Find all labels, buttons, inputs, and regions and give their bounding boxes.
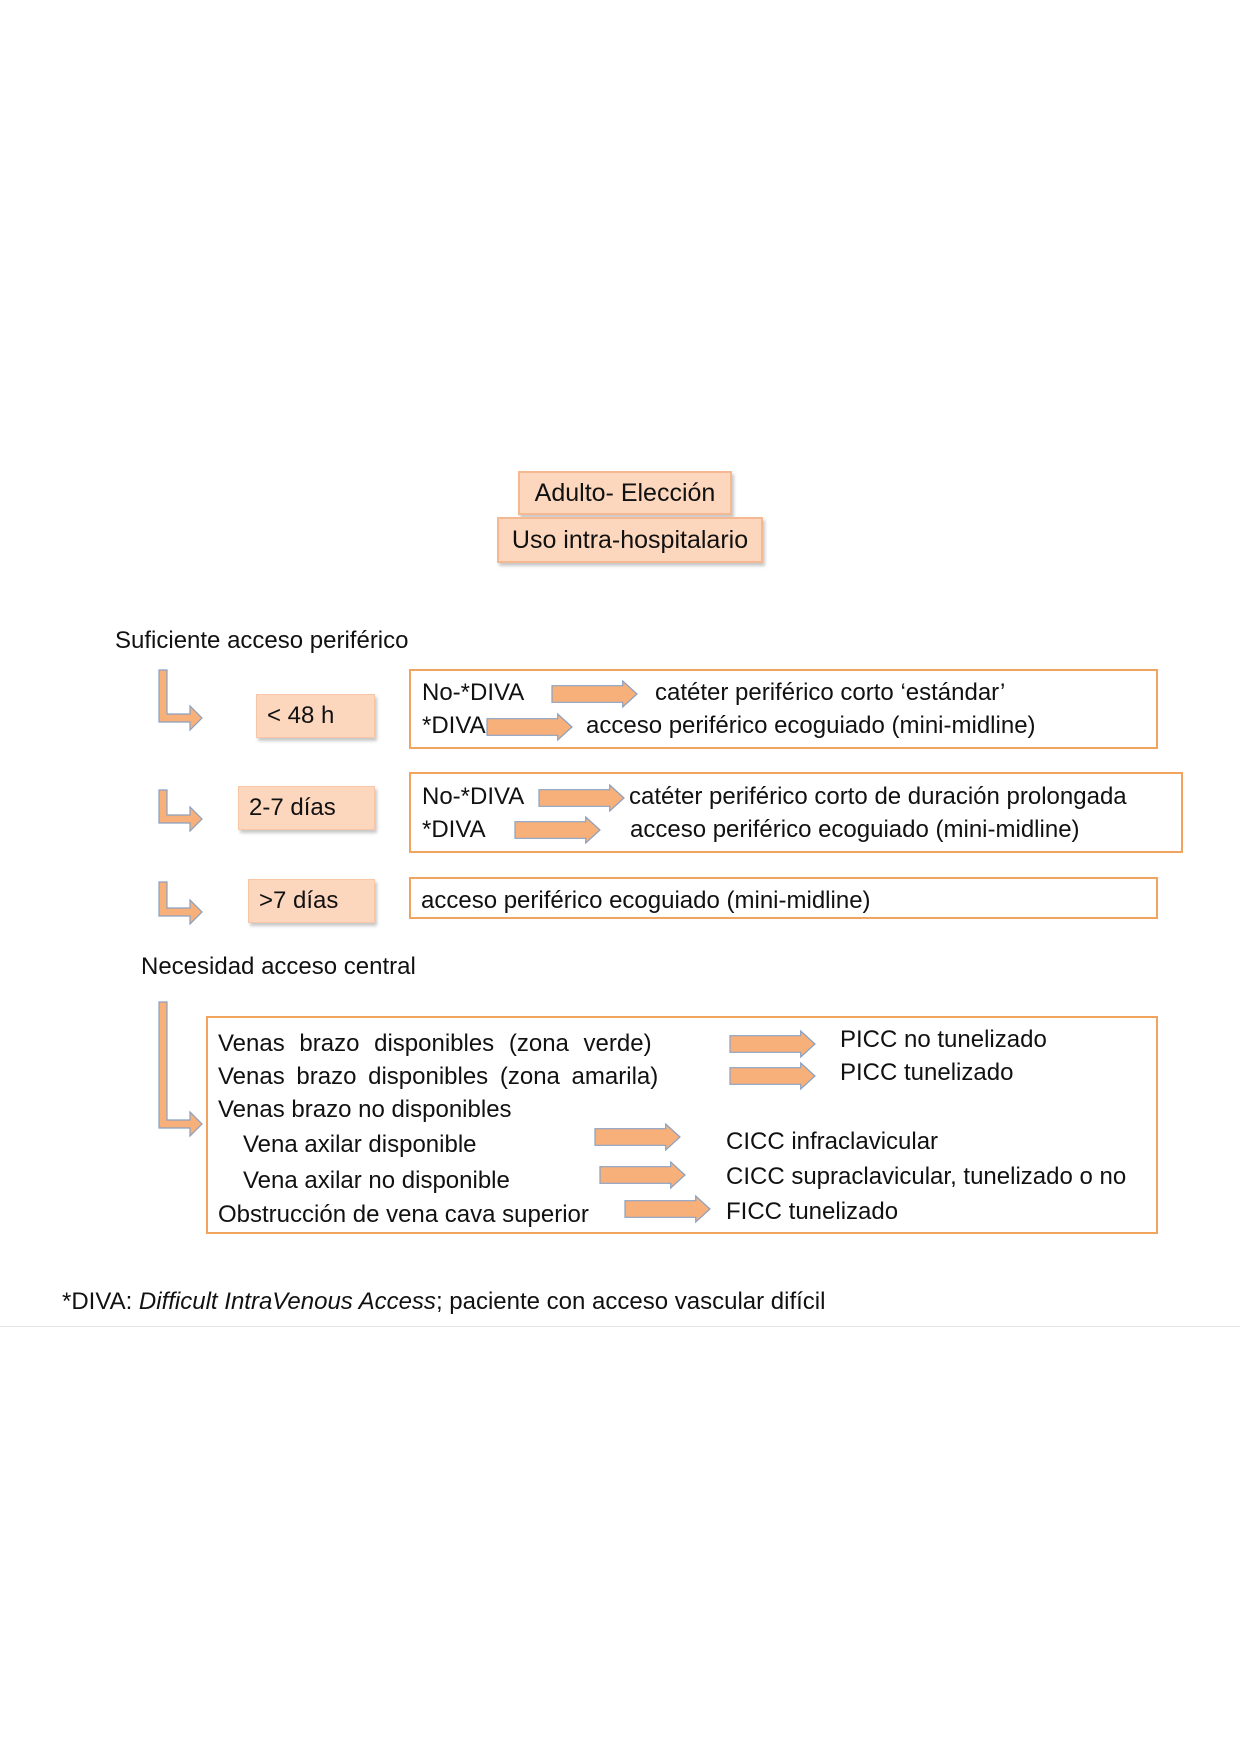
arrow-central-zona-amarila xyxy=(729,1061,816,1091)
bracket-arrow-central xyxy=(158,1001,203,1138)
outcome-box-central xyxy=(206,1016,1158,1234)
peripheral-heading: Suficiente acceso periférico xyxy=(115,627,409,654)
condition-lt48h-no-diva: No-*DIVA xyxy=(422,679,525,706)
bracket-arrow-lt48h xyxy=(158,669,203,732)
arrow-central-zona-verde xyxy=(729,1029,816,1059)
central-result-zona-amarila: PICC tunelizado xyxy=(840,1059,1014,1086)
outcome-box-gt7-dias xyxy=(409,877,1158,919)
condition-2-7-diva: *DIVA xyxy=(422,816,486,843)
footnote: *DIVA: Difficult IntraVenous Access; pac… xyxy=(62,1287,825,1317)
header-title: Adulto- Elección xyxy=(534,479,716,507)
arrow-2-7-no-diva xyxy=(538,783,625,813)
arrow-central-axilar-disponible xyxy=(594,1122,681,1152)
bracket-arrow-gt7-dias xyxy=(158,881,203,926)
central-condition-axilar-disponible: Vena axilar disponible xyxy=(243,1131,477,1158)
header-subtitle-box: Uso intra-hospitalario xyxy=(497,517,763,563)
page-divider xyxy=(0,1326,1240,1327)
duration-label-lt48h: < 48 h xyxy=(267,702,335,729)
duration-box-gt7-dias: >7 días xyxy=(248,879,375,923)
arrow-central-vena-cava xyxy=(624,1194,711,1224)
footnote-prefix: *DIVA: xyxy=(62,1288,139,1315)
duration-label-gt7-dias: >7 días xyxy=(259,887,339,914)
arrow-lt48h-no-diva xyxy=(551,679,638,709)
central-heading: Necesidad acceso central xyxy=(141,953,416,980)
duration-box-lt48h: < 48 h xyxy=(256,694,375,738)
arrow-lt48h-diva xyxy=(486,712,573,742)
central-condition-zona-amarila: Venas brazo disponibles (zona amarila) xyxy=(218,1063,659,1090)
result-2-7-diva: acceso periférico ecoguiado (mini-midlin… xyxy=(630,816,1080,843)
bracket-arrow-2-7-dias xyxy=(158,789,203,833)
condition-lt48h-diva: *DIVA xyxy=(422,712,486,739)
arrow-central-axilar-no-disponible xyxy=(599,1160,686,1190)
central-result-axilar-disponible: CICC infraclavicular xyxy=(726,1128,939,1155)
header-subtitle: Uso intra-hospitalario xyxy=(511,526,749,554)
central-result-vena-cava: FICC tunelizado xyxy=(726,1198,899,1225)
outcome-box-2-7-dias xyxy=(409,772,1183,853)
arrow-2-7-diva xyxy=(514,815,601,845)
central-condition-zona-verde: Venas brazo disponibles (zona verde) xyxy=(218,1030,652,1057)
duration-label-2-7-dias: 2-7 días xyxy=(249,794,336,821)
central-condition-no-disponibles: Venas brazo no disponibles xyxy=(218,1096,512,1123)
duration-box-2-7-dias: 2-7 días xyxy=(238,786,375,830)
central-condition-vena-cava: Obstrucción de vena cava superior xyxy=(218,1201,589,1228)
result-lt48h-diva: acceso periférico ecoguiado (mini-midlin… xyxy=(586,712,1036,739)
condition-2-7-no-diva: No-*DIVA xyxy=(422,783,525,810)
central-result-zona-verde: PICC no tunelizado xyxy=(840,1026,1047,1053)
footnote-rest: ; paciente con acceso vascular difícil xyxy=(435,1288,826,1315)
header-title-box: Adulto- Elección xyxy=(518,471,732,515)
result-2-7-no-diva: catéter periférico corto de duración pro… xyxy=(629,783,1127,810)
result-lt48h-no-diva: catéter periférico corto ‘estándar’ xyxy=(655,679,1006,706)
result-gt7-dias: acceso periférico ecoguiado (mini-midlin… xyxy=(421,887,871,914)
footnote-term: Difficult IntraVenous Access xyxy=(138,1288,436,1315)
central-condition-axilar-no-disponible: Vena axilar no disponible xyxy=(243,1167,510,1194)
central-result-axilar-no-disponible: CICC supraclavicular, tunelizado o no xyxy=(726,1163,1127,1190)
